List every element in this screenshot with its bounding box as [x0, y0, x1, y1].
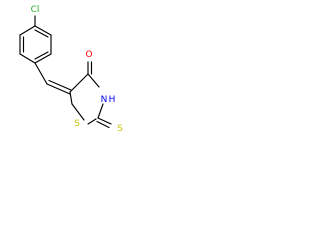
- molecule-structure: Cl O H N S S: [19, 5, 123, 134]
- bond: [34, 25, 52, 36]
- bond: [71, 103, 85, 121]
- thiazolidine-ring: [69, 73, 104, 125]
- bond-exocyclic-double: [48, 79, 72, 91]
- bond: [34, 29, 49, 38]
- bond-thione: [97, 117, 112, 125]
- bond: [34, 53, 52, 64]
- bond: [87, 73, 100, 88]
- bond: [69, 73, 89, 93]
- thione-sulfur-label: S: [117, 124, 123, 134]
- bond-thione: [96, 120, 110, 129]
- bond-exocyclic-double: [46, 83, 71, 95]
- bond: [34, 62, 48, 85]
- ring-sulfur-label: S: [74, 119, 80, 129]
- ring-nitrogen-label: N: [101, 95, 108, 105]
- nitrogen-hydrogen-label: H: [109, 95, 116, 105]
- bond: [69, 91, 73, 105]
- benzene-ring: [19, 25, 52, 64]
- bond: [19, 53, 36, 64]
- bond: [97, 103, 104, 119]
- carbonyl-oxygen-label: O: [85, 50, 92, 60]
- bond: [87, 118, 97, 125]
- chlorine-atom-label: Cl: [31, 5, 40, 15]
- bond: [34, 51, 49, 60]
- bond: [19, 25, 36, 36]
